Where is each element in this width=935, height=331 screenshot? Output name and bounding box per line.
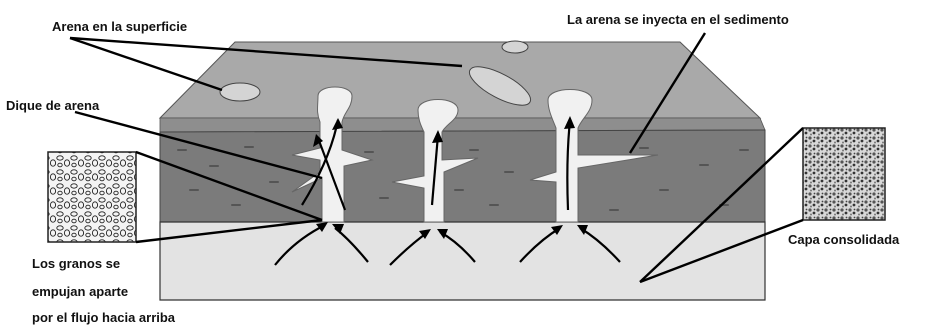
label-grains-line2: empujan aparte [32,285,128,298]
surface-top [160,42,760,118]
label-consolidated-layer: Capa consolidada [788,233,899,246]
loose-grains-inset [48,152,136,242]
base-layer [160,222,765,300]
sand-blob-left [220,83,260,101]
label-sand-injected: La arena se inyecta en el sedimento [567,13,789,26]
consolidated-inset [803,128,885,220]
label-grains-line1: Los granos se [32,257,120,270]
label-grains-line3: por el flujo hacia arriba [32,311,175,324]
dark-layer [160,130,765,222]
sand-blob-top [502,41,528,53]
label-sand-surface: Arena en la superficie [52,20,187,33]
label-sand-dike: Dique de arena [6,99,99,112]
